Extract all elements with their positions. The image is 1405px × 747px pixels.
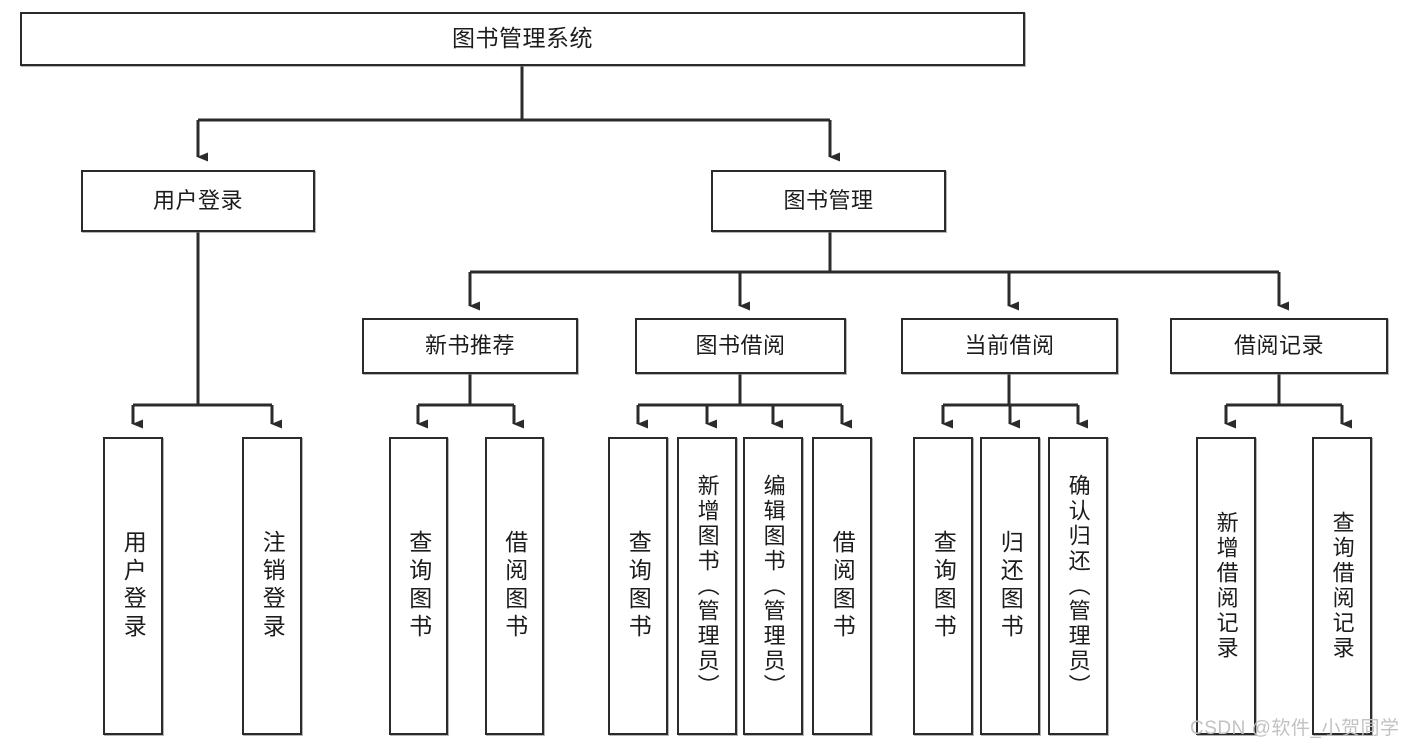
node-leaf-query-borrow-record[interactable]: 查询借阅记录	[1312, 437, 1372, 735]
node-book-borrowing[interactable]: 图书借阅	[635, 318, 846, 374]
node-label: 用户登录	[120, 530, 147, 642]
node-leaf-add-borrow-record[interactable]: 新增借阅记录	[1196, 437, 1256, 735]
node-leaf-query-book-borrow[interactable]: 查询图书	[608, 437, 668, 735]
node-current-borrowing[interactable]: 当前借阅	[901, 318, 1118, 374]
node-label: 查询借阅记录	[1329, 511, 1355, 661]
node-label: 查询图书	[930, 530, 957, 642]
node-root-book-management-system[interactable]: 图书管理系统	[20, 12, 1025, 66]
node-leaf-query-book-current[interactable]: 查询图书	[913, 437, 973, 735]
node-leaf-query-book-recommend[interactable]: 查询图书	[389, 437, 448, 735]
node-label: 当前借阅	[964, 332, 1055, 358]
node-label: 注销登录	[259, 530, 286, 642]
node-label: 图书管理	[783, 187, 874, 213]
node-leaf-borrow-book-recommend[interactable]: 借阅图书	[485, 437, 544, 735]
node-leaf-return-book[interactable]: 归还图书	[980, 437, 1040, 735]
node-new-book-recommendation[interactable]: 新书推荐	[362, 318, 578, 374]
node-leaf-logout[interactable]: 注销登录	[242, 437, 302, 735]
node-label: 归还图书	[997, 530, 1024, 642]
node-leaf-user-login[interactable]: 用户登录	[103, 437, 163, 735]
node-label: 借阅图书	[501, 530, 528, 642]
node-label: 查询图书	[625, 530, 652, 642]
node-label: 用户登录	[152, 187, 243, 213]
node-borrowing-record[interactable]: 借阅记录	[1170, 318, 1388, 374]
node-label: 确认归还（管理员）	[1065, 473, 1091, 699]
node-leaf-edit-book-admin[interactable]: 编辑图书（管理员）	[743, 437, 803, 735]
node-label: 图书管理系统	[452, 25, 593, 52]
node-leaf-confirm-return-admin[interactable]: 确认归还（管理员）	[1048, 437, 1108, 735]
node-label: 编辑图书（管理员）	[760, 473, 786, 699]
node-book-management[interactable]: 图书管理	[711, 170, 946, 232]
node-leaf-borrow-book[interactable]: 借阅图书	[812, 437, 872, 735]
node-leaf-add-book-admin[interactable]: 新增图书（管理员）	[677, 437, 737, 735]
node-label: 借阅记录	[1233, 332, 1324, 358]
node-label: 新增图书（管理员）	[694, 473, 720, 699]
node-label: 图书借阅	[695, 332, 786, 358]
node-label: 新增借阅记录	[1213, 511, 1239, 661]
node-label: 借阅图书	[829, 530, 856, 642]
csdn-watermark: CSDN @软件_小贺同学	[1190, 718, 1400, 739]
node-label: 新书推荐	[424, 332, 515, 358]
node-label: 查询图书	[405, 530, 432, 642]
node-user-login[interactable]: 用户登录	[81, 170, 315, 232]
